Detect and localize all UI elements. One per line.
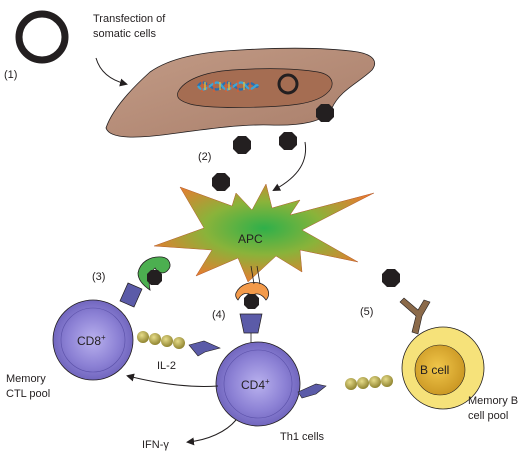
antigen-3 [279,132,297,150]
step-5-label: (5) [360,306,373,318]
memory-ctl-arrow [126,373,219,387]
b-cell-cytokine-chain [345,375,393,390]
b-cell-receptor-icon [399,297,431,335]
presented-antigen-2 [244,294,259,309]
il2-receptor-cd8 [188,340,221,357]
antigens [212,104,400,287]
transfection-label-line1: Transfection of [93,13,166,25]
il2-label: IL-2 [157,360,176,372]
dna-helix-icon [197,80,259,92]
apc-cell [153,183,375,283]
step-4-label: (4) [212,309,225,321]
mhc-class-i-green [137,256,171,291]
mhc-stalk-1 [250,265,255,285]
tcr-cd8 [119,282,143,308]
cytokine-receptor-cd4 [297,383,327,399]
step-3-label: (3) [92,271,105,283]
plasmid [15,10,69,64]
presented-antigen-1 [147,270,162,285]
b-cell-label: B cell [420,363,449,377]
memory-b-label-line1: Memory B [468,395,518,407]
mhc-class-ii-orange [235,282,270,301]
cd8-t-cell-inner [60,307,126,373]
transfection-label-line2: somatic cells [93,28,156,40]
internal-plasmid [277,73,299,95]
ifn-arrow [186,419,237,446]
cd4-t-cell [215,341,301,427]
apc-label: APC [238,232,263,246]
step-2-label: (2) [198,151,211,163]
tcr-cd4 [239,313,263,334]
th1-label: Th1 cells [280,431,325,443]
memory-ctl-label-line2: CTL pool [6,388,50,400]
cd8-label: CD8+ [77,333,106,348]
transfection-arrow [95,57,128,87]
antigen-2 [233,136,251,154]
il2-cytokine-chain [137,331,185,349]
ifn-label: IFN-γ [142,439,169,451]
step-1-label: (1) [4,69,17,81]
memory-ctl-label-line1: Memory [6,373,46,385]
memory-b-label-line2: cell pool [468,410,508,422]
mhc-stalk-2 [256,265,261,285]
cd8-t-cell [52,299,134,381]
antigen-4 [212,173,230,191]
antigen-uptake-arrow [272,141,307,191]
antigen-5 [382,269,400,287]
antigen-1 [316,104,334,122]
b-cell-inner [414,344,466,396]
cd4-t-cell-inner [223,349,293,419]
cd4-label: CD4+ [241,377,270,392]
